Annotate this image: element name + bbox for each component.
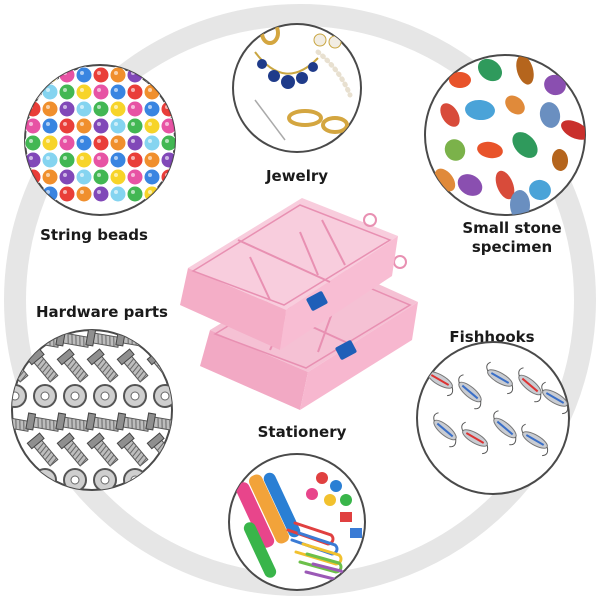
stones-icon <box>424 54 586 216</box>
paper-clips-icon <box>228 453 366 591</box>
beads-icon <box>24 64 176 216</box>
label-specimen: specimen <box>472 238 552 256</box>
jewelry-icon <box>232 23 362 153</box>
label-small-stone: Small stone <box>462 219 561 237</box>
label-fishhooks: Fishhooks <box>449 328 534 346</box>
label-stationery: Stationery <box>258 423 347 441</box>
label-hardware-parts: Hardware parts <box>36 303 168 321</box>
label-jewelry: Jewelry <box>265 167 328 185</box>
fishing-lures-icon <box>416 341 570 495</box>
label-string-beads: String beads <box>40 226 148 244</box>
pink-organizer-box-icon <box>180 198 418 410</box>
